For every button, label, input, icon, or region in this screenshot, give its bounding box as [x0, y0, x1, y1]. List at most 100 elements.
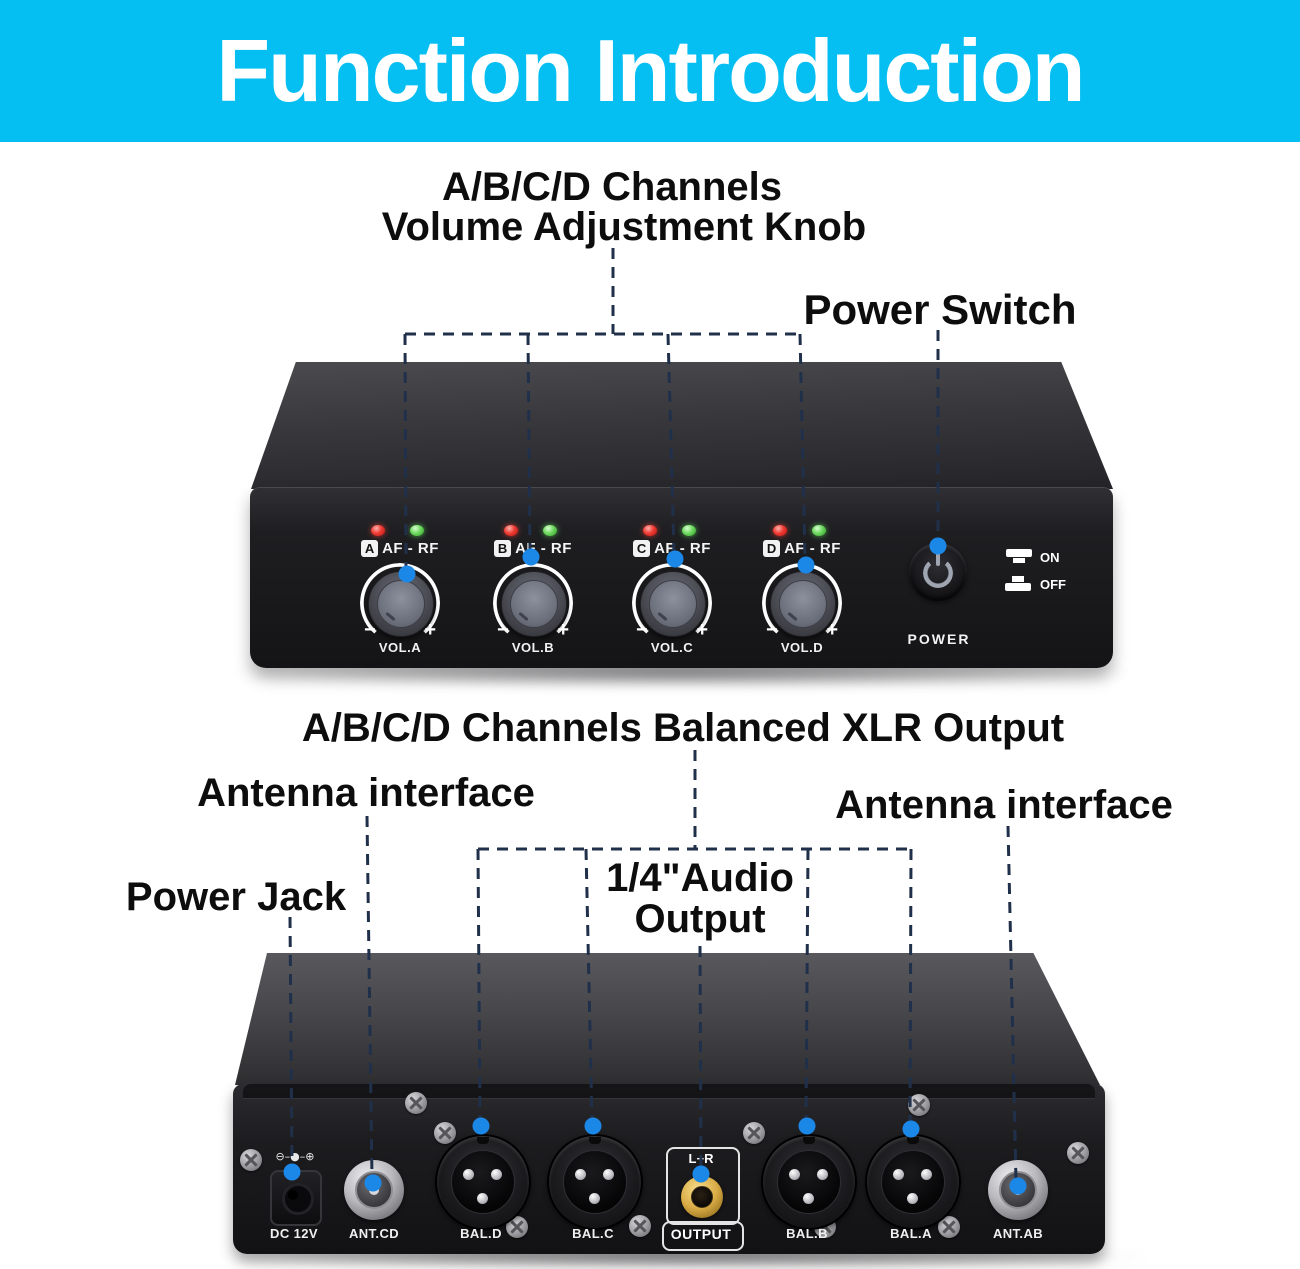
xlr-pin — [575, 1169, 586, 1180]
xlr-pin — [803, 1193, 814, 1204]
channel-a-section: A AF - RF − + VOL.A — [340, 518, 460, 656]
screw-icon — [908, 1094, 930, 1116]
screw-icon — [240, 1149, 262, 1171]
lr-label: L+R — [688, 1151, 714, 1166]
xlr-pin — [907, 1193, 918, 1204]
channel-letter-badge: A — [361, 540, 379, 557]
vol-b-label: VOL.B — [511, 640, 555, 655]
xlr-socket — [451, 1150, 515, 1214]
bal-b-label: BAL.B — [786, 1226, 828, 1241]
bnc-antenna-ab — [988, 1160, 1048, 1220]
af-rf-label: AF - RF — [382, 540, 439, 557]
xlr-socket — [777, 1150, 841, 1214]
callout-volume-knob-line1: A/B/C/D Channels — [441, 165, 783, 209]
screw-icon — [1067, 1142, 1089, 1164]
channel-d-label-row: D AF - RF — [742, 540, 862, 557]
channel-c-label-row: C AF - RF — [612, 540, 732, 557]
knob-cap — [510, 580, 558, 628]
channel-letter-badge: B — [494, 540, 512, 557]
rf-led-green-icon — [812, 525, 826, 536]
channel-letter-badge: C — [633, 540, 651, 557]
channel-letter-badge: D — [763, 540, 781, 557]
xlr-bal-b — [761, 1134, 857, 1230]
rf-led-green-icon — [682, 525, 696, 536]
screw-icon — [405, 1092, 427, 1114]
channel-b-label-row: B AF - RF — [473, 540, 593, 557]
xlr-notch — [803, 1137, 815, 1144]
output-label: OUTPUT — [670, 1226, 732, 1242]
banner: Function Introduction — [0, 0, 1300, 142]
knob-min-mark: − — [766, 619, 778, 641]
rf-led-green-icon — [543, 525, 557, 536]
bal-c-label: BAL.C — [572, 1226, 614, 1241]
af-rf-label: AF - RF — [515, 540, 572, 557]
rf-led-green-icon — [410, 525, 424, 536]
power-label: POWER — [907, 631, 971, 647]
xlr-bal-c — [547, 1134, 643, 1230]
bnc-antenna-cd — [344, 1160, 404, 1220]
power-button — [909, 543, 967, 601]
callout-quarter-audio-line1: 1/4"Audio — [606, 856, 794, 900]
xlr-pin — [589, 1193, 600, 1204]
screw-icon — [743, 1122, 765, 1144]
xlr-pin — [789, 1169, 800, 1180]
xlr-socket — [881, 1150, 945, 1214]
bal-d-label: BAL.D — [460, 1226, 502, 1241]
screw-icon — [434, 1122, 456, 1144]
volume-knob-b — [501, 571, 567, 637]
output-label-outline — [662, 1221, 744, 1251]
callout-antenna-left: Antenna interface — [197, 771, 535, 815]
xlr-pin — [817, 1169, 828, 1180]
screw-icon — [506, 1216, 528, 1238]
af-led-red-icon — [773, 525, 787, 536]
screw-icon — [629, 1215, 651, 1237]
power-icon-bar — [936, 550, 940, 566]
xlr-notch — [589, 1137, 601, 1144]
callout-quarter-audio-output: 1/4"Audio Output — [550, 858, 850, 940]
knob-max-mark: + — [696, 619, 708, 641]
xlr-pin — [893, 1169, 904, 1180]
bnc-pin — [1013, 1185, 1023, 1195]
bnc-ring — [999, 1171, 1037, 1209]
af-led-red-icon — [371, 525, 385, 536]
xlr-pin — [463, 1169, 474, 1180]
screw-icon — [938, 1216, 960, 1238]
vol-a-label: VOL.A — [378, 640, 422, 655]
dc-polarity-icon: ⊖–●–⊕ — [275, 1150, 315, 1163]
callout-antenna-right: Antenna interface — [835, 783, 1173, 827]
knob-max-mark: + — [826, 619, 838, 641]
callout-power-switch: Power Switch — [803, 286, 1077, 333]
page-title: Function Introduction — [216, 21, 1085, 120]
switch-off-icon — [1005, 576, 1031, 591]
off-label: OFF — [1040, 577, 1066, 592]
xlr-bal-d — [435, 1134, 531, 1230]
knob-cap — [779, 580, 827, 628]
vol-c-label: VOL.C — [650, 640, 694, 655]
callout-xlr-output: A/B/C/D Channels Balanced XLR Output — [301, 706, 1065, 750]
knob-max-mark: + — [557, 619, 569, 641]
channel-d-section: D AF - RF − + VOL.D — [742, 518, 862, 656]
knob-max-mark: + — [424, 619, 436, 641]
volume-knob-c — [640, 571, 706, 637]
channel-c-section: C AF - RF − + VOL.C — [612, 518, 732, 656]
callout-power-jack: Power Jack — [125, 875, 347, 919]
knob-min-mark: − — [497, 619, 509, 641]
knob-min-mark: − — [364, 619, 376, 641]
xlr-pin — [921, 1169, 932, 1180]
bal-a-label: BAL.A — [890, 1226, 932, 1241]
af-rf-label: AF - RF — [784, 540, 841, 557]
dc-jack-ring — [282, 1183, 314, 1215]
bnc-pin — [369, 1185, 379, 1195]
xlr-bal-a — [865, 1134, 961, 1230]
knob-min-mark: − — [636, 619, 648, 641]
xlr-pin — [491, 1169, 502, 1180]
jack-hole — [691, 1186, 713, 1208]
rear-panel-lip — [243, 1084, 1095, 1099]
callout-volume-knob-line2: Volume Adjustment Knob — [381, 205, 867, 249]
knob-cap — [649, 580, 697, 628]
channel-b-section: B AF - RF − + VOL.B — [473, 518, 593, 656]
ant-ab-label: ANT.AB — [992, 1226, 1044, 1241]
xlr-pin — [603, 1169, 614, 1180]
xlr-socket — [563, 1150, 627, 1214]
